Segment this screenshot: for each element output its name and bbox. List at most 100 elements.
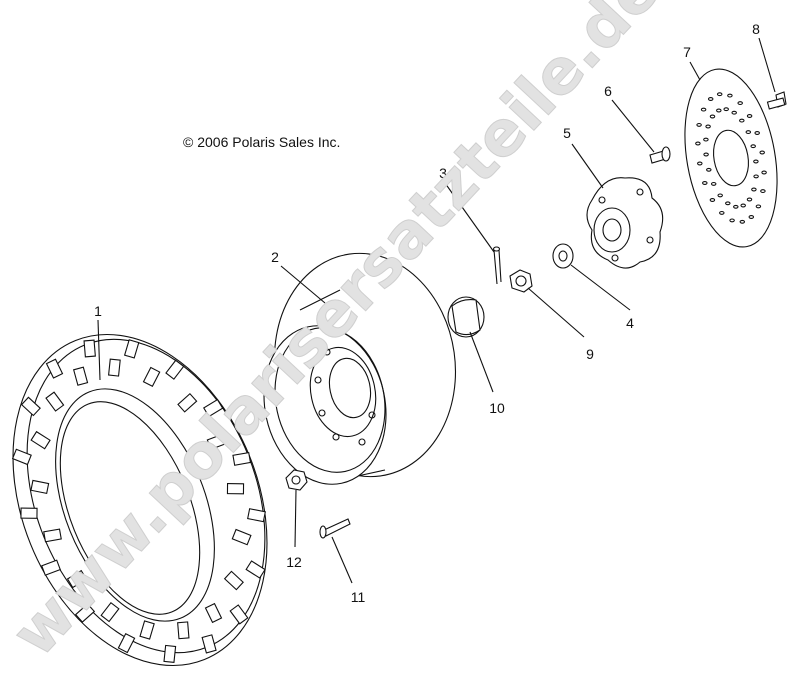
disc-hole xyxy=(705,124,711,129)
wheel-stud-part xyxy=(649,146,671,164)
disc-hole xyxy=(737,101,743,106)
callout-2: 2 xyxy=(271,249,279,265)
tread-block xyxy=(11,448,32,466)
disc-hole xyxy=(760,189,766,194)
disc-hole xyxy=(719,210,725,215)
tread-block xyxy=(142,366,161,388)
disc-hole xyxy=(696,122,702,127)
wheel-rim-part xyxy=(263,252,457,485)
cotter-pin-part xyxy=(492,246,502,285)
tread-block xyxy=(20,507,38,519)
disc-hole xyxy=(746,114,753,118)
tread-block xyxy=(229,604,249,625)
disc-hole xyxy=(739,118,745,123)
disc-hole xyxy=(706,167,712,172)
callout-12: 12 xyxy=(286,554,302,570)
tread-block xyxy=(108,358,121,377)
disc-hole xyxy=(707,97,714,101)
disc-hole xyxy=(702,181,708,185)
disc-hole xyxy=(733,204,739,209)
tread-block xyxy=(247,508,266,523)
disc-hole xyxy=(723,107,729,112)
tread-block xyxy=(66,569,88,589)
castle-nut-part xyxy=(509,269,533,293)
brake-disc-holes xyxy=(695,92,767,224)
tread-block xyxy=(231,528,252,546)
disc-hole xyxy=(710,181,717,186)
disc-hole xyxy=(731,110,737,115)
copyright-notice: © 2006 Polaris Sales Inc. xyxy=(183,134,341,150)
tread-block xyxy=(100,601,120,623)
tread-block xyxy=(177,392,198,413)
disc-hole xyxy=(729,218,735,223)
disc-hole xyxy=(745,130,752,135)
washer-part xyxy=(552,243,574,269)
callout-11: 11 xyxy=(351,589,366,605)
tread-block xyxy=(45,358,64,379)
disc-hole xyxy=(695,141,701,146)
tread-block xyxy=(123,339,140,359)
tread-block xyxy=(45,391,65,412)
disc-hole xyxy=(761,170,767,175)
callout-7: 7 xyxy=(683,44,691,60)
leader-lines xyxy=(97,37,776,584)
disc-hole xyxy=(709,198,716,202)
tread-block xyxy=(117,632,136,654)
disc-hole xyxy=(727,93,733,98)
disc-hole xyxy=(740,203,746,208)
callout-8: 8 xyxy=(752,21,760,37)
disc-hole xyxy=(700,107,707,112)
lug-nut-part xyxy=(285,469,308,491)
callout-10: 10 xyxy=(489,400,505,416)
brake-disc-part xyxy=(684,68,778,248)
disc-hole xyxy=(755,204,762,209)
tread-block xyxy=(226,483,245,495)
tread-block xyxy=(177,621,190,640)
callout-6: 6 xyxy=(604,83,612,99)
disc-hole xyxy=(739,219,746,224)
tread-block xyxy=(83,339,96,358)
disc-hole xyxy=(751,187,757,192)
tread-block xyxy=(232,451,252,466)
disc-hole xyxy=(709,114,716,119)
disc-hole xyxy=(748,215,755,219)
disc-hole xyxy=(703,137,709,142)
tread-block xyxy=(204,602,223,624)
disc-hole xyxy=(717,193,723,198)
disc-hole xyxy=(697,161,703,166)
callout-5: 5 xyxy=(563,125,571,141)
tread-block xyxy=(30,430,51,450)
bolt-part xyxy=(766,91,787,110)
hub-part xyxy=(586,177,664,269)
tire-tread-blocks xyxy=(11,339,266,663)
disc-hole xyxy=(753,159,759,164)
tread-block xyxy=(165,359,185,380)
tread-block xyxy=(163,644,177,663)
tread-block xyxy=(43,528,62,543)
disc-hole xyxy=(750,144,756,149)
disc-hole xyxy=(716,92,723,97)
tread-block xyxy=(201,634,217,654)
disc-hole xyxy=(725,201,731,206)
disc-hole xyxy=(754,131,760,135)
callout-3: 3 xyxy=(439,165,447,181)
bolt-long-part xyxy=(319,518,351,539)
disc-hole xyxy=(716,108,722,113)
callout-4: 4 xyxy=(626,315,634,331)
callout-1: 1 xyxy=(94,303,102,319)
tread-block xyxy=(41,559,61,576)
tread-block xyxy=(139,620,155,640)
tread-block xyxy=(30,479,50,495)
disc-hole xyxy=(703,152,709,157)
tire-part xyxy=(11,333,268,667)
tread-block xyxy=(203,398,224,418)
hub-cap-part xyxy=(447,296,485,338)
tread-block xyxy=(245,560,266,579)
disc-hole xyxy=(759,150,765,155)
tread-block xyxy=(223,570,244,591)
callout-labels: 1 2 3 4 5 6 7 8 9 10 11 12 xyxy=(94,21,760,605)
callout-9: 9 xyxy=(586,346,594,362)
disc-hole xyxy=(746,197,753,202)
tread-block xyxy=(72,366,89,386)
